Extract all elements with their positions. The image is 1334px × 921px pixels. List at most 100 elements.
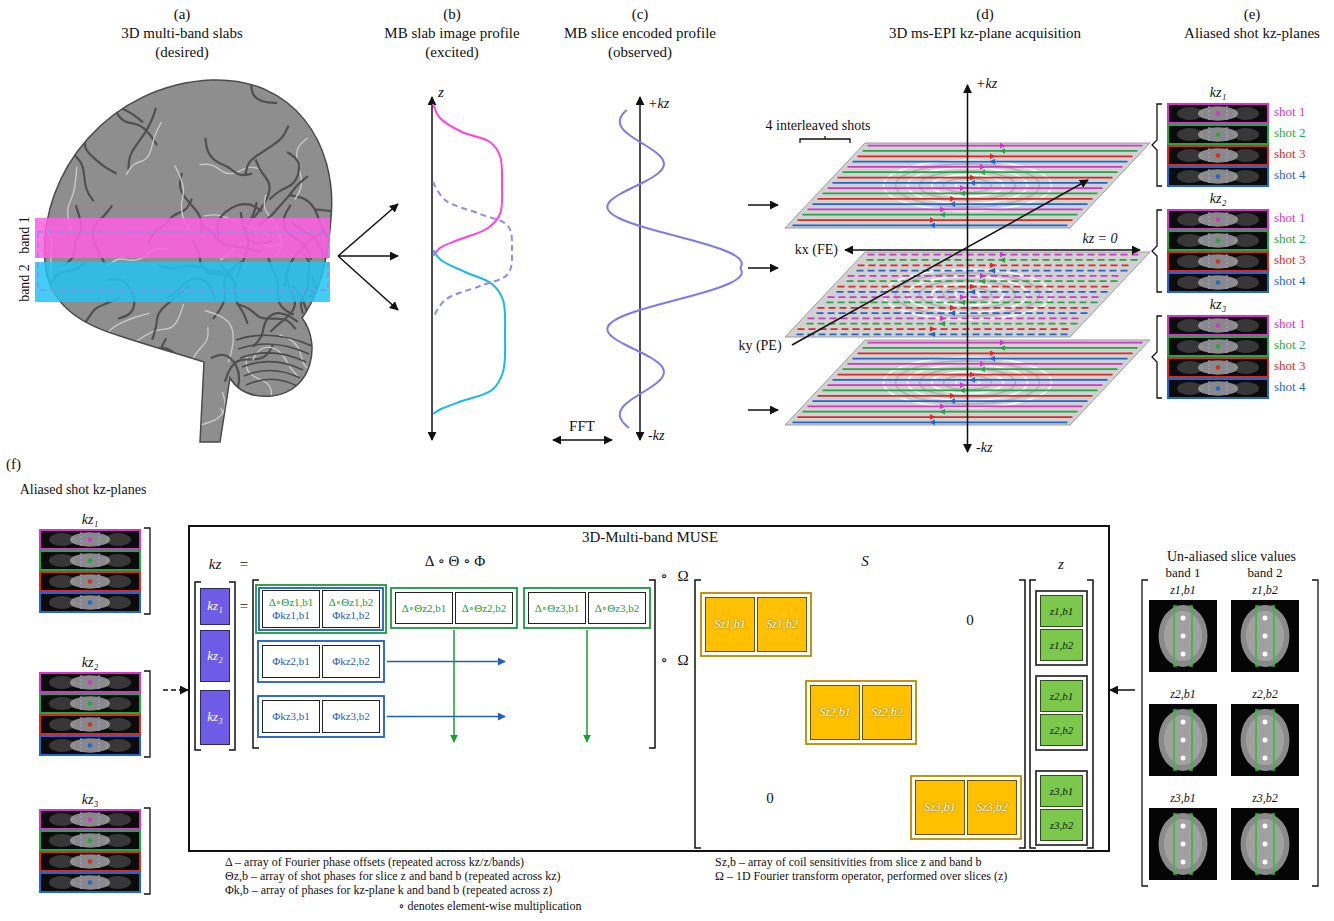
figure-part [1198, 318, 1238, 332]
band-label: band 1 [1165, 566, 1200, 581]
figure-part [803, 411, 1078, 413]
slice-value-cell: z2,b2 [1040, 714, 1083, 746]
figure-part [1168, 337, 1268, 356]
figure-part [286, 40, 304, 95]
math-symbol: ∘ [660, 652, 667, 669]
figure-part [40, 673, 140, 692]
slab-profile [432, 97, 612, 440]
kz-plane-cell: kz₃ [200, 690, 230, 745]
figure-part [40, 694, 140, 713]
kz-plane-cell: kz₁ [200, 588, 230, 625]
figure-part [1263, 634, 1268, 639]
figure-part [1168, 104, 1268, 123]
figure-part [1216, 238, 1220, 242]
cell-text: Φkz2,b2 [332, 655, 370, 668]
figure-part [524, 588, 650, 628]
figure-part [792, 180, 1088, 345]
math-symbol: = [240, 598, 248, 615]
flow-connector [163, 689, 188, 691]
figure-part [853, 358, 1128, 360]
figure-part [808, 209, 1083, 211]
figure-part [1152, 210, 1162, 292]
symbol-note: Sz,b – array of coil sensitivities from … [715, 856, 982, 870]
figure-part [838, 177, 1113, 179]
figure-part [1263, 616, 1268, 621]
figure-part [98, 812, 99, 827]
figure-part [813, 312, 1088, 314]
figure-part [45, 80, 332, 442]
figure-part [98, 717, 99, 732]
figure-part [1198, 339, 1238, 353]
figure-part [88, 722, 92, 726]
panel-letter: (c) [632, 6, 649, 23]
figure-part [868, 145, 1143, 147]
figure-part [88, 838, 92, 842]
figure-part [80, 854, 81, 869]
muse-operator-box: 3D-Multi-band MUSEkz=Δ ∘ Θ ∘ Φ∘ΩSz=∘Ω00k… [188, 525, 1110, 852]
figure-part [295, 138, 308, 200]
figure-part [144, 808, 150, 894]
math-symbol: 0 [966, 612, 974, 629]
axis-label: +kz [648, 96, 669, 112]
flow-arrows [338, 204, 398, 310]
figure-part [59, 329, 71, 388]
figure-part [868, 342, 1143, 344]
panel-title: 3D ms-EPI kz-plane acquisition [889, 25, 1081, 42]
figure-part [1181, 860, 1186, 865]
axis-label: z [438, 84, 444, 101]
figure-part [98, 738, 99, 753]
figure-part [1198, 360, 1238, 374]
figure-part [338, 256, 398, 310]
band-label: band 2 [1247, 566, 1282, 581]
kz-phase-cell: Φkz2,b2 [322, 645, 380, 678]
figure-part [40, 810, 140, 829]
figure-part [84, 121, 117, 173]
figure-part [1159, 813, 1208, 875]
figure-part [269, 152, 299, 200]
shot-label: shot 4 [1274, 274, 1305, 289]
figure-part [1142, 580, 1318, 886]
figure-part [70, 833, 110, 847]
slab-band-2 [35, 262, 330, 302]
figure-part [1263, 824, 1268, 829]
figure-part [70, 574, 110, 588]
panel-title: Aliased shot kz-planes [1184, 25, 1320, 42]
figure-part [1208, 233, 1209, 248]
figure-part [1019, 580, 1025, 848]
figure-part [1216, 132, 1220, 136]
figure-part [70, 675, 110, 689]
figure-part [1174, 814, 1192, 874]
aliased-shot-thumbnails [1152, 104, 1268, 398]
figure-part [1181, 652, 1186, 657]
figure-part [433, 104, 502, 256]
figure-part [15, 44, 59, 97]
figure-part [122, 385, 162, 439]
figure-part [1226, 318, 1227, 333]
figure-part [81, 100, 143, 123]
figure-part [1149, 600, 1217, 672]
kz-plane-cell: kz₂ [200, 630, 230, 682]
figure-part [391, 588, 517, 628]
figure-part [1263, 738, 1268, 743]
shot-label: shot 4 [1274, 168, 1305, 183]
shot-phase-cell: Δ∘Θz2,b2 [455, 592, 513, 624]
figure-part [246, 379, 297, 386]
figure-part [1226, 254, 1227, 269]
figure-part [818, 395, 1093, 397]
figure-part [1216, 111, 1220, 115]
brain-illustration [15, 40, 375, 463]
cell-text: Sz1,b1 [714, 618, 746, 632]
figure-part [144, 671, 150, 757]
figure-part [813, 400, 1088, 402]
figure-part [1036, 771, 1087, 845]
figure-part [62, 390, 129, 399]
figure-part [98, 574, 99, 589]
figure-part [80, 532, 81, 547]
figure-part [1246, 819, 1284, 869]
figure-part [98, 553, 99, 568]
figure-part [748, 267, 778, 269]
panel-letter: (b) [443, 6, 461, 23]
coil-sensitivity-cell: Sz1,b2 [757, 597, 807, 652]
math-symbol: Δ ∘ Θ ∘ Φ [425, 553, 485, 570]
